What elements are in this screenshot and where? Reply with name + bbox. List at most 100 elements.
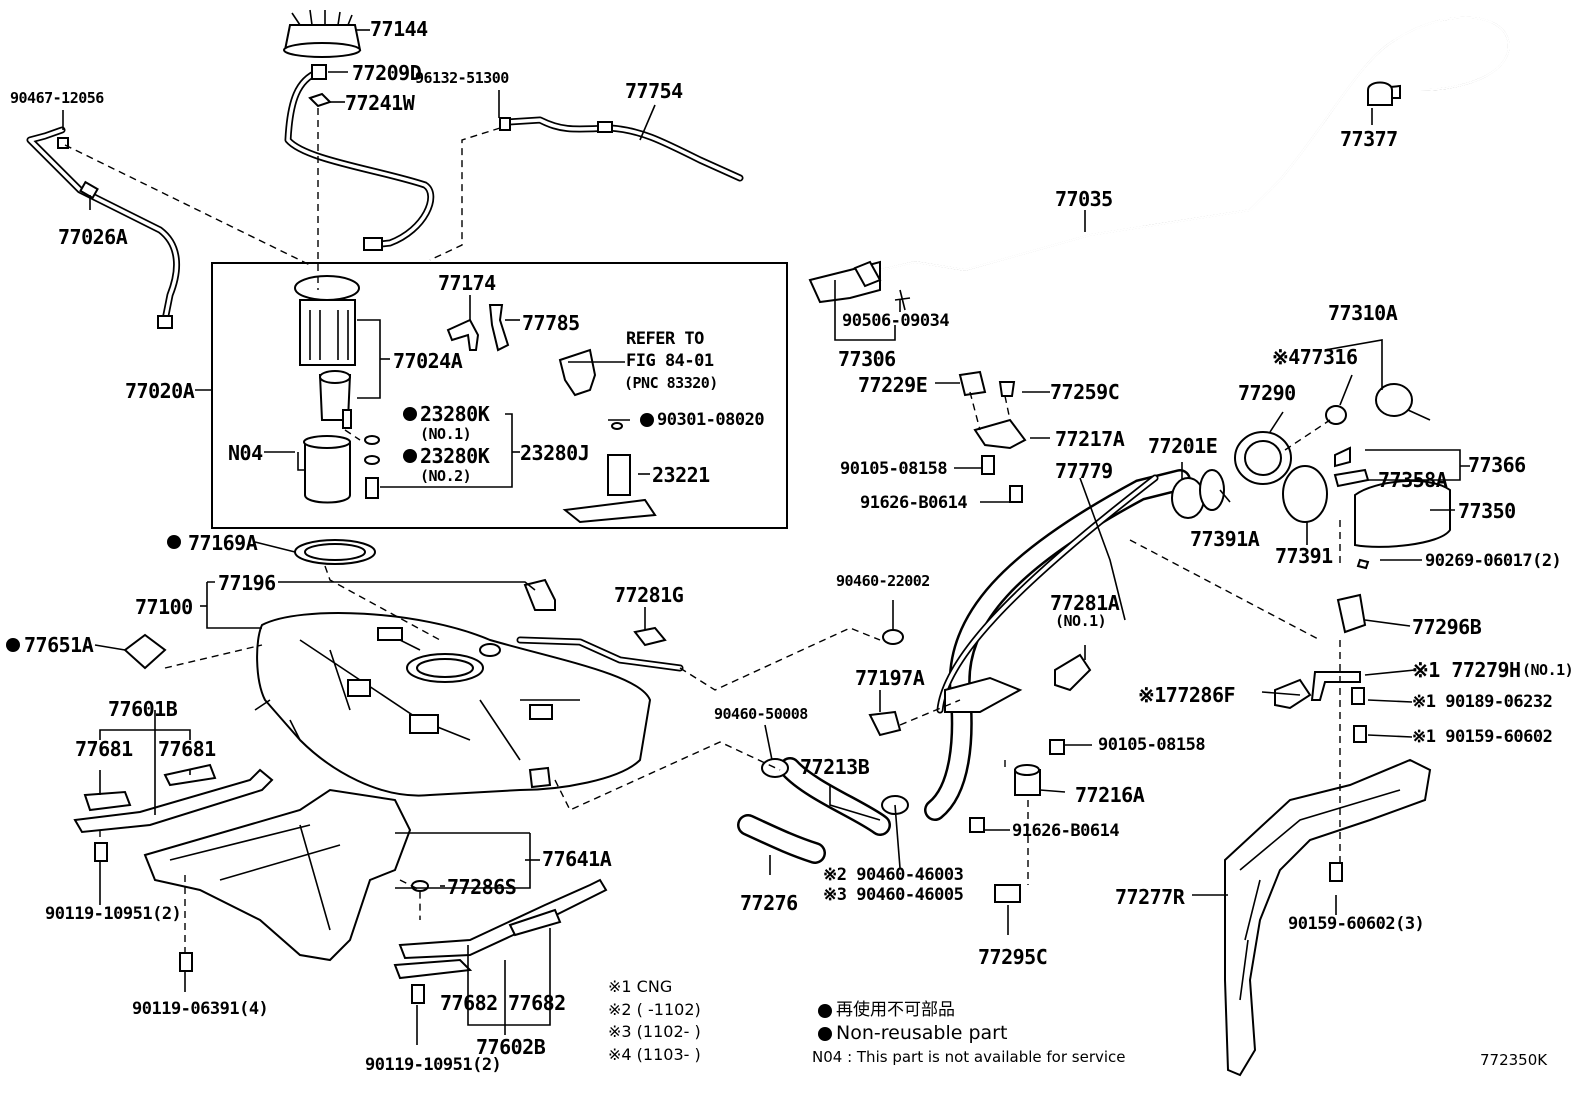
label-90460-22002: 90460-22002 [836,572,930,590]
label-77197A: 77197A [855,666,925,690]
label-77785: 77785 [522,311,580,335]
label-77169A: 77169A [188,531,258,555]
label-77144: 77144 [370,17,428,41]
bolts [94,455,1370,1004]
label-77377: 77377 [1340,127,1398,151]
label-77229E: 77229E [858,373,928,397]
label-77601B: 77601B [108,697,178,721]
label-77209D: 77209D [352,61,422,85]
label-77174: 77174 [438,271,496,295]
label-90119-10951-a: 90119-10951(2) [45,904,182,924]
label-77281G: 77281G [614,583,684,607]
footnote-3: ※3 (1102- ) [608,1022,701,1041]
label-77241W: 77241W [345,91,415,115]
label-77681-a: 77681 [75,737,133,761]
footnote-4: ※4 (1103- ) [608,1045,701,1064]
label-90460-46005: ※3 90460-46005 [823,885,964,905]
footnote-2: ※2 ( -1102) [608,1000,701,1019]
pump-assembly-box [211,262,788,529]
label-77281A-sub: (NO.1) [1055,612,1107,630]
non-reusable-markers [6,407,832,1041]
filler-pipe-77201E [924,469,1205,821]
label-77296B: 77296B [1412,615,1482,639]
label-77196: 77196 [218,571,276,595]
refer-line1: REFER TO [626,329,704,349]
label-90460-46003: ※2 90460-46003 [823,865,964,885]
label-77035: 77035 [1055,187,1113,211]
label-N04: N04 [228,441,263,465]
refer-line3: (PNC 83320) [624,374,718,392]
label-77682-b: 77682 [508,991,566,1015]
dashed-leaders [64,108,1341,955]
legend-en: Non-reusable part [836,1022,1008,1044]
label-77201E: 77201E [1148,434,1218,458]
legend-jp: 再使用不可部品 [836,1000,955,1020]
label-96132-51300: 96132-51300 [415,69,509,87]
label-23221: 23221 [652,463,710,487]
label-77024A: 77024A [393,349,463,373]
label-77286F: ※177286F [1138,683,1236,707]
label-77217A: 77217A [1055,427,1125,451]
label-77358A: 77358A [1378,468,1448,492]
label-77281A: 77281A [1050,591,1120,615]
label-77682-a: 77682 [440,991,498,1015]
label-77100: 77100 [135,595,193,619]
label-77277R: 77277R [1115,885,1185,909]
label-77651A: 77651A [24,633,94,657]
label-77306: 77306 [838,347,896,371]
label-90119-10951-b: 90119-10951(2) [365,1055,502,1075]
label-91626-B0614-b: 91626-B0614 [1012,821,1120,841]
label-90159-60602-a: ※1 90159-60602 [1412,727,1553,747]
label-90105-08158-a: 90105-08158 [840,459,948,479]
label-23280K-1-sub: (NO.1) [420,425,472,443]
label-77754: 77754 [625,79,683,103]
label-90506-09034: 90506-09034 [842,311,950,331]
label-77602B: 77602B [476,1035,546,1059]
label-77350: 77350 [1458,499,1516,523]
label-77366: 77366 [1468,453,1526,477]
refer-line2: FIG 84-01 [626,351,714,371]
label-77279H-sub: (NO.1) [1522,661,1574,679]
liner-77277R [1224,758,1432,1077]
label-77259C: 77259C [1050,380,1120,404]
label-77290: 77290 [1238,381,1296,405]
label-91626-B0614-a: 91626-B0614 [860,493,968,513]
label-77213B: 77213B [800,755,870,779]
label-77279H: ※1 77279H [1412,658,1521,682]
label-90301-08020: 90301-08020 [657,410,765,430]
label-23280K-2-sub: (NO.2) [420,467,472,485]
label-77316: ※477316 [1272,345,1358,369]
lock-ring-77144 [283,9,362,58]
label-77216A: 77216A [1075,783,1145,807]
label-23280J: 23280J [520,441,590,465]
label-90159-60602-b: 90159-60602(3) [1288,914,1425,934]
label-77020A: 77020A [125,379,195,403]
label-90105-08158-b: 90105-08158 [1098,735,1206,755]
filter-n04 [297,435,351,504]
fuel-cap-77290 [1234,383,1431,485]
label-77276: 77276 [740,891,798,915]
label-77286S: 77286S [447,875,517,899]
leader-lines [62,29,1470,1045]
label-90189-06232: ※1 90189-06232 [1412,692,1553,712]
label-77026A: 77026A [58,225,128,249]
legend-n04: N04 : This part is not available for ser… [812,1048,1126,1066]
label-90467-12056: 90467-12056 [10,89,104,107]
label-77779: 77779 [1055,459,1113,483]
label-77391: 77391 [1275,544,1333,568]
label-77641A: 77641A [542,847,612,871]
label-23280K-2: 23280K [420,444,490,468]
label-77681-b: 77681 [158,737,216,761]
label-90119-06391: 90119-06391(4) [132,999,269,1019]
label-90269-06017: 90269-06017(2) [1425,551,1562,571]
diagram-code: 772350K [1480,1051,1548,1069]
label-77391A: 77391A [1190,527,1260,551]
footnote-1: ※1 CNG [608,977,673,996]
label-77310A: 77310A [1328,301,1398,325]
label-23280K-1: 23280K [420,402,490,426]
fuel-pump-module-77024A [294,275,360,429]
label-90460-50008: 90460-50008 [714,705,808,723]
label-77295C: 77295C [978,945,1048,969]
